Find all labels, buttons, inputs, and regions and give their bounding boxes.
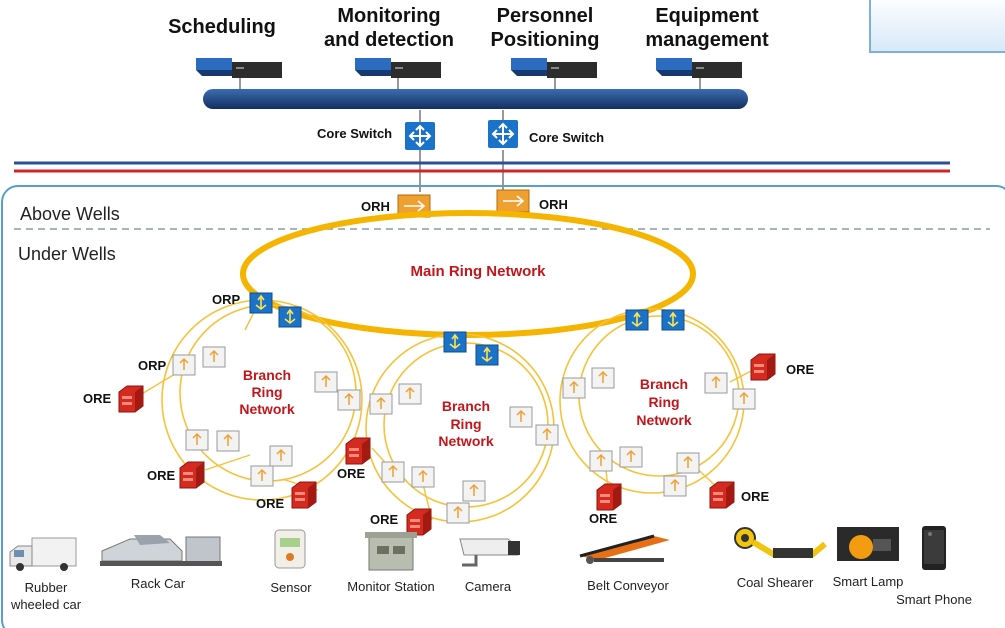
core-switch-label-right: Core Switch bbox=[529, 130, 604, 145]
main-ring-switch-mid1 bbox=[443, 331, 467, 353]
ore-icon bbox=[750, 353, 776, 381]
ore-icon bbox=[596, 483, 622, 511]
orh-icon-right bbox=[496, 189, 530, 213]
main-ring-label: Main Ring Network bbox=[410, 263, 546, 280]
sensor-icon bbox=[274, 529, 306, 569]
device-label-coal-shearer: Coal Shearer bbox=[737, 575, 814, 590]
server-icon-positioning bbox=[511, 58, 597, 78]
smart-phone-icon bbox=[922, 526, 946, 570]
branch-switch bbox=[269, 445, 293, 467]
device-label-smart-lamp: Smart Lamp bbox=[833, 574, 904, 589]
ore-label: ORE bbox=[589, 511, 618, 526]
ore-label: ORE bbox=[337, 466, 366, 481]
ore-icon bbox=[291, 481, 317, 509]
main-ring-switch-right2 bbox=[661, 309, 685, 331]
branch-switch bbox=[562, 377, 586, 399]
branch-switch bbox=[704, 372, 728, 394]
orp-label-left: ORP bbox=[138, 358, 167, 373]
main-ring-switch-left bbox=[278, 306, 302, 328]
orh-label-right: ORH bbox=[539, 197, 568, 212]
branch-switch bbox=[381, 461, 405, 483]
ore-icon bbox=[345, 437, 371, 465]
core-switch-label-left: Core Switch bbox=[317, 126, 392, 141]
belt-conveyor-icon bbox=[579, 534, 670, 564]
backbone-bus bbox=[203, 89, 748, 109]
main-ring-switch-orp bbox=[249, 292, 273, 314]
coal-shearer-icon bbox=[734, 527, 827, 558]
service-title-scheduling: Scheduling bbox=[168, 16, 276, 38]
top-right-panel bbox=[869, 0, 1005, 53]
ore-label: ORE bbox=[370, 512, 399, 527]
device-label-sensor: Sensor bbox=[270, 580, 312, 595]
orh-label-left: ORH bbox=[361, 199, 390, 214]
monitor-station-icon bbox=[365, 532, 417, 571]
branch-switch bbox=[314, 371, 338, 393]
device-label-camera: Camera bbox=[465, 579, 512, 594]
device-label-belt-conveyor: Belt Conveyor bbox=[587, 578, 669, 593]
orp-label-top: ORP bbox=[212, 292, 241, 307]
branch-switch bbox=[663, 475, 687, 497]
core-switch-icon-left bbox=[405, 122, 435, 150]
camera-icon bbox=[459, 538, 520, 567]
ore-icon bbox=[406, 508, 432, 536]
branch-switch bbox=[732, 388, 756, 410]
branch-switch bbox=[337, 389, 361, 411]
server-icon-scheduling bbox=[196, 58, 282, 78]
branch-switch bbox=[589, 450, 613, 472]
server-icon-monitoring bbox=[355, 58, 441, 78]
branch-switch bbox=[535, 424, 559, 446]
branch-switch bbox=[250, 465, 274, 487]
rack-car-icon bbox=[100, 535, 222, 566]
branch-switch bbox=[509, 406, 533, 428]
branch-switch bbox=[398, 383, 422, 405]
ore-label: ORE bbox=[83, 391, 112, 406]
branch-switch bbox=[216, 430, 240, 452]
ore-label: ORE bbox=[147, 468, 176, 483]
branch-switch bbox=[676, 452, 700, 474]
branch-switch bbox=[202, 346, 226, 368]
branch-switch bbox=[369, 393, 393, 415]
ore-label: ORE bbox=[786, 362, 815, 377]
branch-switch bbox=[411, 466, 435, 488]
branch-switch bbox=[591, 367, 615, 389]
branch-switch bbox=[185, 429, 209, 451]
device-label-rack-car: Rack Car bbox=[131, 576, 186, 591]
branch-switch bbox=[446, 502, 470, 524]
rubber-wheeled-car-icon bbox=[9, 537, 77, 571]
device-label-monitor-station: Monitor Station bbox=[347, 579, 434, 594]
branch-switch bbox=[619, 446, 643, 468]
smart-lamp-icon bbox=[837, 527, 899, 561]
main-ring-switch-mid2 bbox=[475, 344, 499, 366]
device-label-smart-phone: Smart Phone bbox=[896, 592, 972, 607]
main-ring-switch-right1 bbox=[625, 309, 649, 331]
zone-label-above: Above Wells bbox=[20, 204, 120, 224]
ore-label: ORE bbox=[741, 489, 770, 504]
ore-icon bbox=[118, 385, 144, 413]
ore-icon bbox=[179, 461, 205, 489]
branch-switch bbox=[462, 480, 486, 502]
core-switch-icon-right bbox=[488, 120, 518, 148]
server-icon-equipment bbox=[656, 58, 742, 78]
branch-switch bbox=[172, 354, 196, 376]
mine-frame bbox=[1, 185, 1005, 628]
ore-icon bbox=[709, 481, 735, 509]
ore-label: ORE bbox=[256, 496, 285, 511]
zone-label-under: Under Wells bbox=[18, 244, 116, 264]
